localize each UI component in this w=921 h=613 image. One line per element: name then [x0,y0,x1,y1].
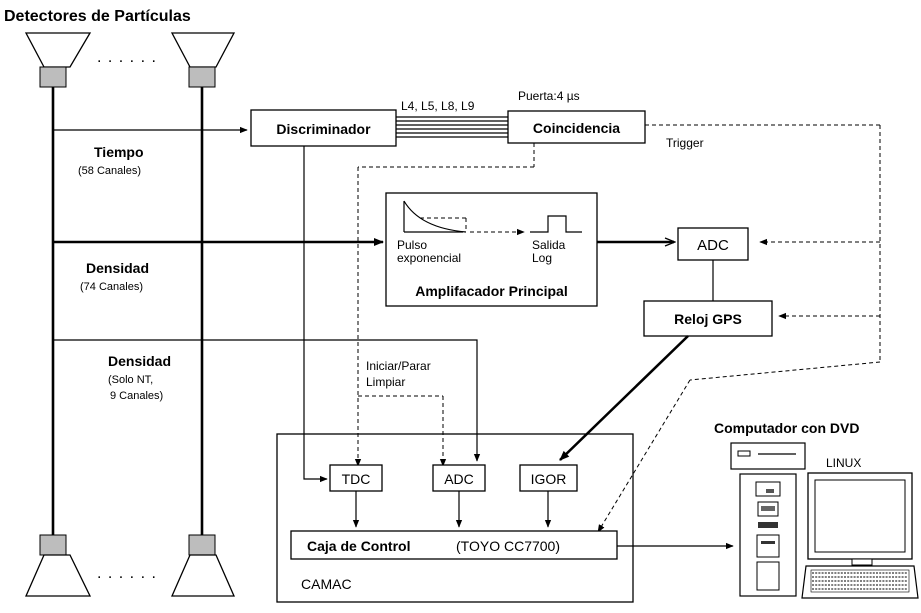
clear-label: Limpiar [366,375,405,389]
coincidence-box [507,110,646,144]
igor-label: IGOR [531,471,567,487]
adc-top-label: ADC [697,237,729,254]
coincidence-lines-label: L4, L5, L8, L9 [401,99,475,113]
gps-to-igor-line [559,335,689,461]
amplifier-title: Amplifacador Principal [415,283,567,299]
trigger-dashed-lines [597,124,881,533]
camac-label: CAMAC [301,576,352,592]
monitor-icon [807,472,913,566]
log-label-1: Salida [532,238,566,252]
control-box-label: Caja de Control [307,538,410,554]
coincidence-label: Coincidencia [533,120,620,136]
detector-dots-bottom: . . . . . . [97,565,157,582]
start-stop-label: Iniciar/Parar [366,359,431,373]
keyboard-icon [801,565,919,599]
camac-adc-box [432,464,486,492]
time-label: Tiempo [94,144,144,160]
discriminator-box [250,109,397,147]
detector-dots-top: . . . . . . [97,49,157,66]
computer-tower-icon [730,442,806,597]
log-output-icon [530,215,582,233]
camac-crate [276,433,634,603]
gps-clock-label: Reloj GPS [674,311,742,327]
gate-label: Puerta:4 µs [518,89,580,103]
detector-bottom-right [171,534,235,597]
os-label: LINUX [826,456,861,470]
camac-adc-label: ADC [444,471,474,487]
log-label-2: Log [532,251,552,265]
igor-box [519,464,578,492]
trigger-label: Trigger [666,136,704,150]
exponential-pulse-icon [403,200,467,233]
discriminator-to-tdc-line [303,146,328,483]
time-count: (58 Canales) [78,165,141,177]
control-box-model: (TOYO CC7700) [456,538,560,554]
detector-top-left [24,32,92,88]
diagram-title: Detectores de Partículas [4,8,191,25]
detector-bottom-left [25,534,92,597]
pulse-label-2: exponencial [397,251,461,265]
density2-label: Densidad [108,353,171,369]
gps-clock-box [643,300,773,337]
density2-signal-line [53,339,481,462]
density-label: Densidad [86,260,149,276]
pulse-label-1: Pulso [397,238,427,252]
density2-line2: 9 Canales) [110,390,163,402]
gate-dashed-lines [354,143,535,467]
density2-line1: (Solo NT, [108,374,153,386]
discriminator-label: Discriminador [276,121,371,137]
coincidence-bundle [396,116,508,138]
tdc-box [329,464,383,492]
computer-title: Computador con DVD [714,420,859,436]
control-box [290,530,618,560]
tdc-label: TDC [342,471,371,487]
density-count: (74 Canales) [80,281,143,293]
amplifier-box [385,192,598,307]
detector-top-right [170,32,236,88]
